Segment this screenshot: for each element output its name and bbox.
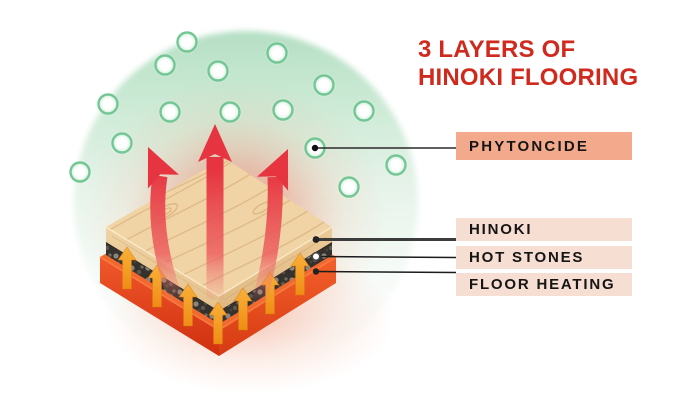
rising-arrow-head-icon xyxy=(198,124,232,162)
callout-hot-stones-label: HOT STONES xyxy=(469,249,585,266)
phytoncide-bubble-icon xyxy=(270,97,296,123)
callout-hinoki-label: HINOKI xyxy=(469,221,533,238)
heat-arrow-icon xyxy=(233,287,253,331)
phytoncide-bubble-icon xyxy=(383,152,409,178)
phytoncide-bubble-icon xyxy=(157,99,183,125)
callout-hinoki: HINOKI xyxy=(456,218,632,241)
phytoncide-bubble-icon xyxy=(174,29,200,55)
heat-arrow-icon xyxy=(290,252,310,296)
phytoncide-bubble-icon xyxy=(109,130,135,156)
phytoncide-bubbles xyxy=(67,29,409,200)
phytoncide-bubble-icon xyxy=(311,72,337,98)
page-title: 3 LAYERS OF HINOKI FLOORING xyxy=(418,36,639,91)
callout-hot-stones: HOT STONES xyxy=(456,246,632,269)
phytoncide-bubble-icon xyxy=(351,98,377,124)
phytoncide-bubble-icon xyxy=(95,91,121,117)
rising-arrow-head-icon xyxy=(257,149,289,191)
callout-connectors xyxy=(311,144,457,275)
callout-floor-heating: FLOOR HEATING xyxy=(456,273,632,296)
phytoncide-bubble-icon xyxy=(217,99,243,125)
callout-phytoncide-label: PHYTONCIDE xyxy=(469,137,590,155)
phytoncide-bubble-icon xyxy=(336,174,362,200)
hot-stones-connector-dot xyxy=(311,251,321,262)
phytoncide-bubble-icon xyxy=(152,52,178,78)
floor-heating-connector-line xyxy=(315,270,457,274)
rising-arrows xyxy=(147,124,289,306)
callout-phytoncide: PHYTONCIDE xyxy=(456,132,632,160)
phytoncide-bubble-icon xyxy=(205,58,231,84)
heat-arrow-icon xyxy=(117,246,137,290)
hot-stones-connector-line xyxy=(318,255,457,259)
heat-arrow-icon xyxy=(208,301,228,345)
rising-arrow-head-icon xyxy=(147,147,179,189)
phytoncide-bubble-icon xyxy=(67,159,93,185)
phytoncide-connector-dot xyxy=(311,144,319,152)
callout-floor-heating-label: FLOOR HEATING xyxy=(469,276,616,293)
hinoki-connector-dot xyxy=(312,236,320,243)
floor-heating-connector-dot xyxy=(312,268,320,275)
heat-arrows xyxy=(117,246,310,345)
phytoncide-bubble-icon xyxy=(264,40,290,66)
